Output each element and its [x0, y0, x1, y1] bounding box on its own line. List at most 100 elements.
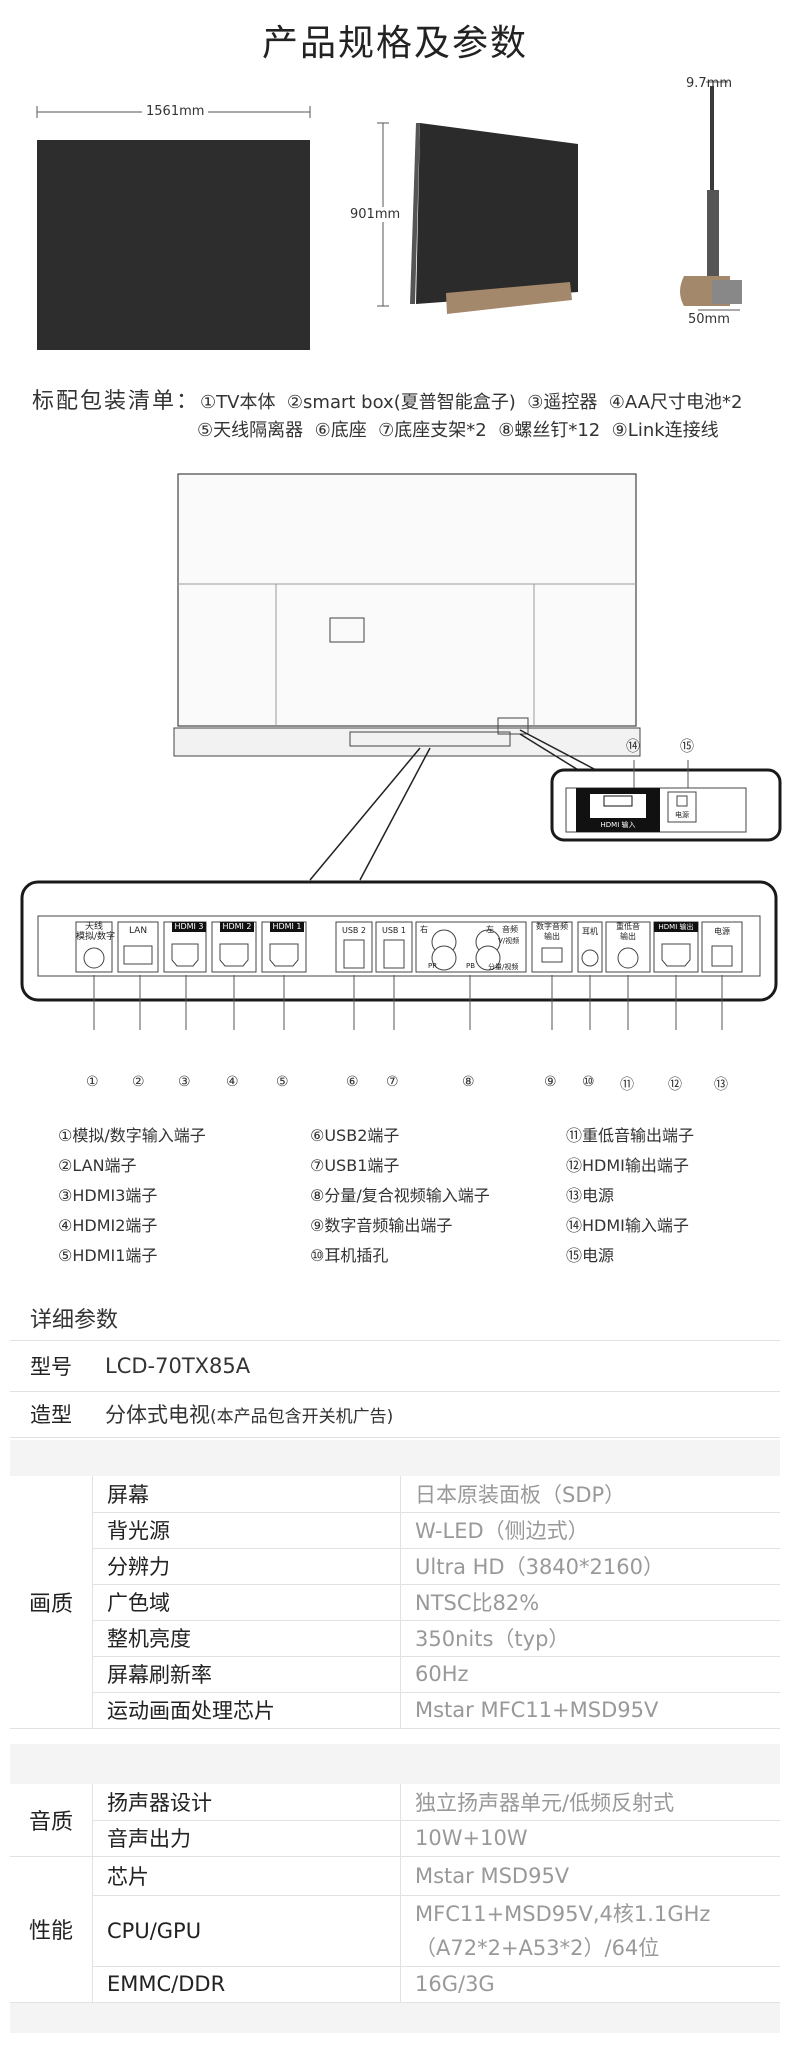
tv-angle-view: [377, 122, 578, 314]
spacer-band: [10, 1744, 780, 1784]
box-power-label: 电源: [675, 811, 689, 819]
detail-heading: 详细参数: [30, 1308, 119, 1333]
port-label-headphone: 耳机: [582, 927, 598, 936]
port-number-5: ⑤: [276, 1074, 289, 1090]
port-number-11: ⑪: [620, 1077, 634, 1093]
spec-key: 屏幕刷新率: [92, 1656, 401, 1693]
spec-value: Mstar MSD95V: [400, 1857, 780, 1896]
port-number-8: ⑧: [462, 1074, 475, 1090]
style-note: (本产品包含开关机广告): [210, 1407, 394, 1427]
port-number-3: ③: [178, 1074, 191, 1090]
component-audio-label: 音频: [502, 925, 518, 934]
spec-key: 扬声器设计: [92, 1784, 401, 1821]
spec-key: CPU/GPU: [92, 1895, 401, 1967]
spec-key: 背光源: [92, 1512, 401, 1549]
port-number-1: ①: [86, 1074, 99, 1090]
spec-summary-table: 型号 LCD-70TX85A 造型 分体式电视(本产品包含开关机广告): [10, 1341, 780, 1438]
spec-value: 10W+10W: [400, 1820, 780, 1857]
legend-item: ⑦USB1端子: [310, 1156, 400, 1175]
port-number-9: ⑨: [544, 1074, 557, 1090]
model-label: 型号: [10, 1341, 91, 1392]
legend-item: ⑨数字音频输出端子: [310, 1216, 453, 1235]
performance-group-label: 性能: [10, 1857, 93, 2003]
port-label-usb1: USB 1: [381, 926, 407, 935]
picture-group-label: 画质: [10, 1476, 93, 1729]
port-label-antenna: 天线 模拟/数字: [76, 922, 116, 942]
spec-value: MFC11+MSD95V,4核1.1GHz: [415, 1901, 711, 1926]
spec-value: Mstar MFC11+MSD95V: [400, 1692, 780, 1729]
port-number-2: ②: [132, 1074, 145, 1090]
tv-front-view: [36, 106, 311, 350]
model-value: LCD-70TX85A: [91, 1341, 780, 1392]
box-number-15: ⑮: [680, 739, 694, 755]
package-items-1: ①TV本体 ②smart box(夏普智能盒子) ③遥控器 ④AA尺寸电池*2: [200, 392, 743, 413]
page-title: 产品规格及参数: [261, 23, 528, 64]
style-label: 造型: [10, 1391, 91, 1438]
spec-value: 16G/3G: [400, 1966, 780, 2003]
spec-value: 日本原装面板（SDP）: [400, 1476, 780, 1513]
legend-item: ①模拟/数字输入端子: [58, 1126, 206, 1145]
spec-value-line2: （A72*2+A53*2）/64位: [415, 1935, 660, 1960]
rear-panel-diagram: [20, 473, 782, 1030]
spec-key: 屏幕: [92, 1476, 401, 1513]
legend-item: ⑬电源: [566, 1186, 615, 1205]
spec-value: 独立扬声器单元/低频反射式: [400, 1784, 780, 1821]
depth-top-dimension: 9.7mm: [686, 76, 733, 91]
height-dimension: 901mm: [350, 207, 401, 222]
spec-key: 芯片: [92, 1857, 401, 1896]
legend-column-1: ①模拟/数字输入端子 ②LAN端子 ③HDMI3端子 ④HDMI2端子 ⑤HDM…: [58, 1121, 206, 1271]
legend-item: ⑪重低音输出端子: [566, 1126, 695, 1145]
port-label-hdmi3: HDMI 3: [174, 922, 204, 931]
package-list-line1: 标配包装清单：①TV本体 ②smart box(夏普智能盒子) ③遥控器 ④AA…: [32, 383, 742, 415]
package-items-2: ⑤天线隔离器 ⑥底座 ⑦底座支架*2 ⑧螺丝钉*12 ⑨Link连接线: [197, 420, 719, 441]
port-label-power: 电源: [714, 927, 730, 936]
sound-group-label: 音质: [10, 1784, 93, 1857]
port-number-6: ⑥: [346, 1074, 359, 1090]
port-number-4: ④: [226, 1074, 239, 1090]
box-number-14: ⑭: [626, 739, 640, 755]
spec-value: 60Hz: [400, 1656, 780, 1693]
legend-item: ⑧分量/复合视频输入端子: [310, 1186, 490, 1205]
legend-item: ⑭HDMI输入端子: [566, 1216, 689, 1235]
port-label-lan: LAN: [128, 926, 148, 936]
performance-spec-table: 性能 芯片 Mstar MSD95V CPU/GPU MFC11+MSD95V,…: [10, 1857, 780, 2003]
component-pr-label: PR: [428, 962, 438, 970]
spec-value: NTSC比82%: [400, 1584, 780, 1621]
spec-value: W-LED（侧边式）: [400, 1512, 780, 1549]
port-label-hdmi1: HDMI 1: [272, 922, 302, 931]
width-dimension: 1561mm: [142, 104, 209, 119]
legend-column-3: ⑪重低音输出端子 ⑫HDMI输出端子 ⑬电源 ⑭HDMI输入端子 ⑮电源: [566, 1121, 694, 1271]
component-video-label: V/视频: [498, 937, 520, 945]
package-label: 标配包装清单：: [32, 389, 201, 414]
port-label-hdmi2: HDMI 2: [222, 922, 252, 931]
port-label-digital-audio: 数字音频 输出: [536, 922, 568, 941]
spec-key: 整机亮度: [92, 1620, 401, 1657]
legend-item: ④HDMI2端子: [58, 1216, 158, 1235]
spec-key: EMMC/DDR: [92, 1966, 401, 2003]
spacer-band: [10, 1440, 780, 1476]
style-value: 分体式电视: [105, 1403, 210, 1427]
spec-key: 运动画面处理芯片: [92, 1692, 401, 1729]
legend-item: ③HDMI3端子: [58, 1186, 158, 1205]
legend-item: ⑩耳机插孔: [310, 1246, 389, 1265]
port-number-10: ⑩: [582, 1074, 595, 1090]
component-y-label: 分量/视频: [488, 963, 519, 971]
spacer-band: [10, 2003, 780, 2033]
port-number-7: ⑦: [386, 1074, 399, 1090]
component-left-label: 左: [486, 925, 494, 934]
spec-key: 广色域: [92, 1584, 401, 1621]
component-pb-label: PB: [466, 962, 476, 970]
component-right-label: 右: [420, 925, 428, 934]
port-number-13: ⑬: [714, 1077, 728, 1093]
legend-item: ⑫HDMI输出端子: [566, 1156, 689, 1175]
legend-item: ⑮电源: [566, 1246, 615, 1265]
box-hdmi-in-label: HDMI 输入: [600, 821, 636, 829]
spec-value: Ultra HD（3840*2160）: [400, 1548, 780, 1585]
depth-base-dimension: 50mm: [688, 312, 730, 327]
spec-value: 350nits（typ）: [400, 1620, 780, 1657]
legend-column-2: ⑥USB2端子 ⑦USB1端子 ⑧分量/复合视频输入端子 ⑨数字音频输出端子 ⑩…: [310, 1121, 490, 1271]
legend-item: ②LAN端子: [58, 1156, 137, 1175]
port-label-hdmi-out: HDMI 输出: [658, 923, 694, 931]
